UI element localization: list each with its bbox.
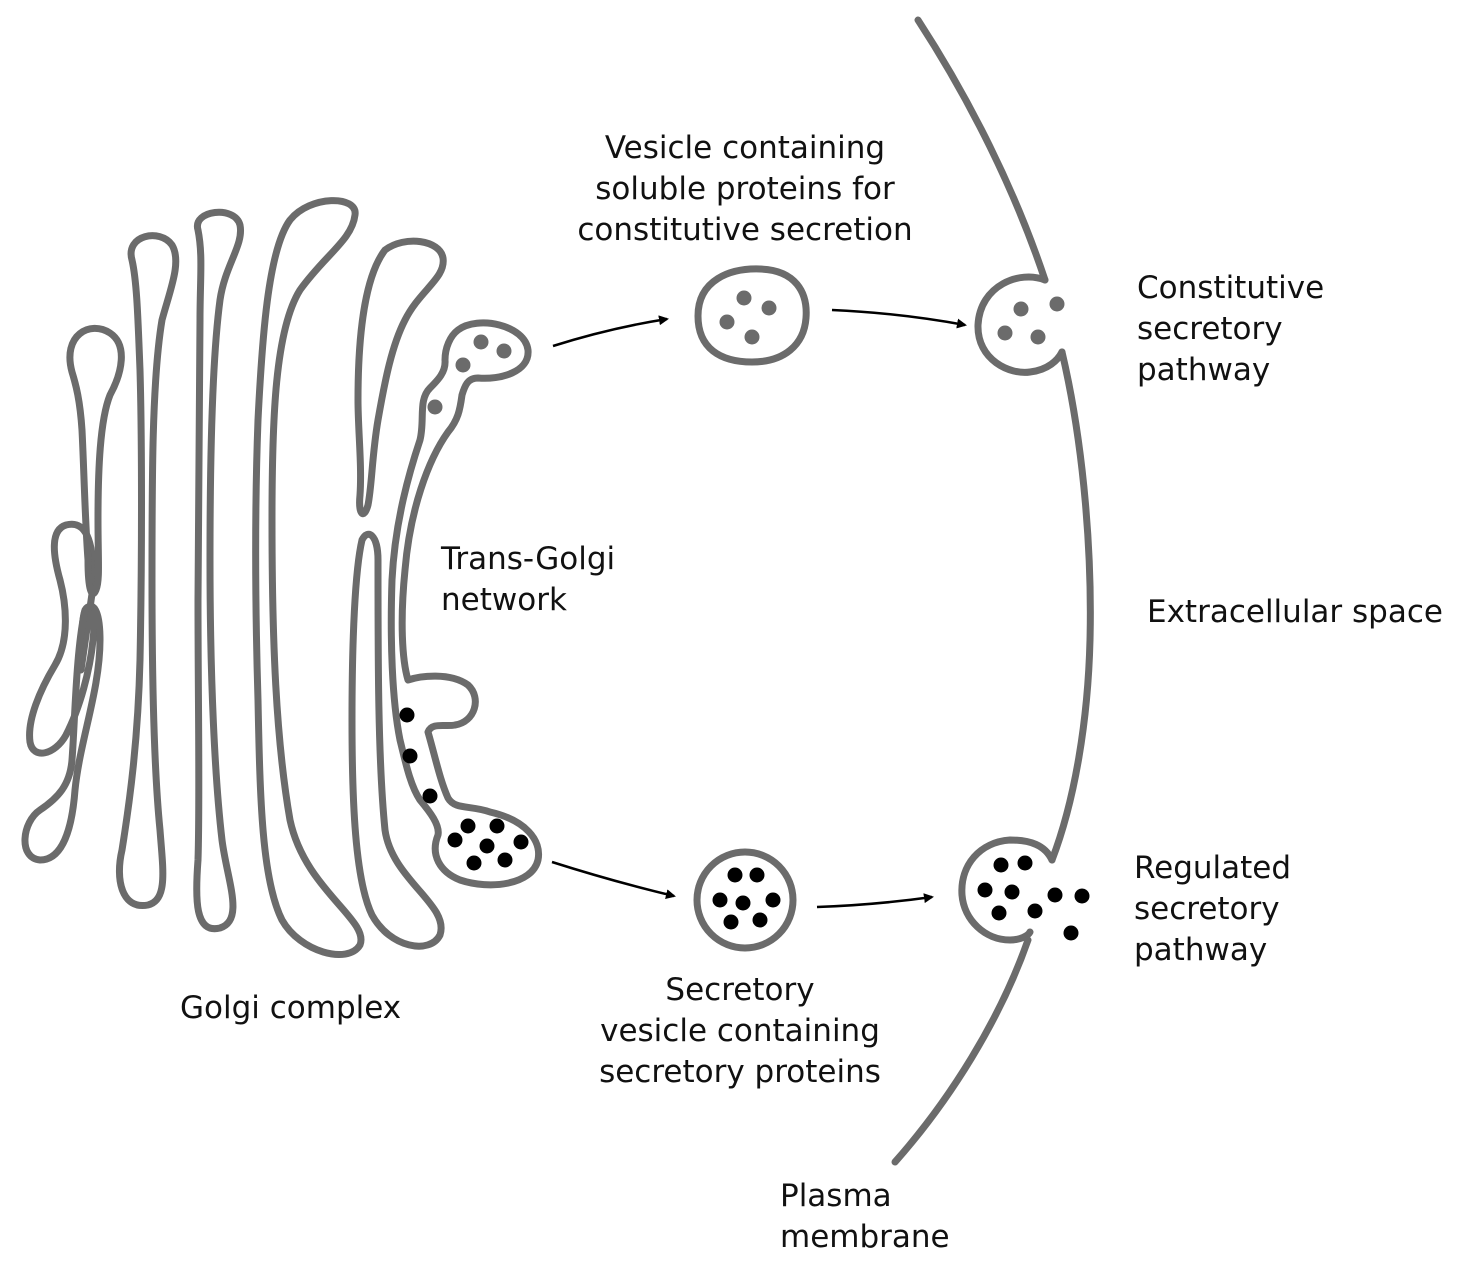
cargo-dot bbox=[1017, 855, 1033, 871]
label-plasma-membrane: Plasma membrane bbox=[780, 1176, 950, 1258]
cargo-dot bbox=[1047, 887, 1063, 903]
label-constitutive-pathway: Constitutive secretory pathway bbox=[1137, 268, 1324, 391]
golgi-cisterna-2 bbox=[21, 325, 125, 864]
cargo-dot bbox=[719, 314, 735, 330]
vesicle-membrane bbox=[693, 848, 797, 952]
constitutive-secreted-cargo bbox=[997, 296, 1065, 345]
cargo-dot bbox=[427, 399, 443, 415]
cargo-dot bbox=[1030, 329, 1046, 345]
label-line: Vesicle containing bbox=[604, 130, 886, 166]
regulated-fusion bbox=[958, 836, 1056, 944]
cargo-dot bbox=[1049, 296, 1065, 312]
label-line: Secretory bbox=[665, 972, 815, 1008]
label-extracellular-space: Extracellular space bbox=[1147, 592, 1457, 633]
tgn-constitutive-cargo bbox=[427, 334, 512, 415]
cargo-dot bbox=[744, 329, 760, 345]
plasma-membrane bbox=[891, 16, 1094, 1166]
cargo-dot bbox=[735, 895, 751, 911]
label-constitutive-vesicle: Vesicle containing soluble proteins for … bbox=[545, 128, 945, 251]
label-line: Plasma bbox=[780, 1178, 892, 1214]
label-line: secretory bbox=[1134, 891, 1280, 927]
label-golgi-complex: Golgi complex bbox=[180, 988, 401, 1029]
cargo-dot bbox=[1004, 884, 1020, 900]
cargo-dot bbox=[402, 748, 418, 764]
cargo-dot bbox=[1063, 925, 1079, 941]
label-line: pathway bbox=[1137, 352, 1271, 388]
tgn-regulated-cargo bbox=[399, 707, 529, 871]
cargo-dot bbox=[752, 912, 768, 928]
secretory-vesicle bbox=[693, 848, 797, 952]
golgi-cisterna-4 bbox=[193, 208, 245, 933]
label-line: network bbox=[441, 582, 567, 618]
label-line: secretory proteins bbox=[599, 1054, 881, 1090]
label-secretory-vesicle: Secretory vesicle containing secretory p… bbox=[560, 970, 920, 1093]
cargo-dot bbox=[727, 867, 743, 883]
membrane-segment-middle bbox=[1048, 348, 1094, 864]
cargo-dot bbox=[736, 290, 752, 306]
cargo-dot bbox=[749, 867, 765, 883]
golgi-complex bbox=[21, 197, 543, 958]
arrow-tgn-to-secretory-vesicle bbox=[551, 860, 676, 900]
cargo-dot bbox=[422, 788, 438, 804]
membrane-segment-top bbox=[914, 16, 1049, 284]
label-line: Trans-Golgi bbox=[441, 541, 616, 577]
label-line: secretory bbox=[1137, 311, 1283, 347]
golgi-cisterna-6 bbox=[354, 237, 447, 518]
label-line: soluble proteins for bbox=[595, 171, 895, 207]
label-trans-golgi-network: Trans-Golgi network bbox=[441, 539, 615, 621]
label-regulated-pathway: Regulated secretory pathway bbox=[1134, 848, 1291, 971]
cargo-dot bbox=[447, 832, 463, 848]
label-line: Golgi complex bbox=[180, 990, 402, 1026]
cargo-dot bbox=[1074, 888, 1090, 904]
cargo-dot bbox=[765, 892, 781, 908]
cargo-dot bbox=[466, 855, 482, 871]
trans-golgi-network bbox=[387, 319, 543, 889]
cargo-dot bbox=[977, 882, 993, 898]
cargo-dot bbox=[489, 818, 505, 834]
cargo-dot bbox=[513, 834, 529, 850]
cargo-dot bbox=[997, 325, 1013, 341]
label-line: vesicle containing bbox=[600, 1013, 880, 1049]
cargo-dot bbox=[1027, 903, 1043, 919]
cargo-dot bbox=[723, 914, 739, 930]
label-line: constitutive secretion bbox=[577, 212, 913, 248]
cargo-dot bbox=[993, 857, 1009, 873]
cargo-dot bbox=[1013, 301, 1029, 317]
cargo-dot bbox=[761, 300, 777, 316]
arrow-tgn-to-constitutive-vesicle bbox=[552, 315, 669, 348]
arrow-constitutive-vesicle-to-membrane bbox=[831, 308, 967, 329]
cargo-dot bbox=[399, 707, 415, 723]
arrow-secretory-vesicle-to-membrane bbox=[816, 893, 934, 909]
cargo-dot bbox=[479, 838, 495, 854]
regulated-secreted-cargo bbox=[977, 855, 1090, 941]
label-line: pathway bbox=[1134, 932, 1268, 968]
cargo-dot bbox=[496, 343, 512, 359]
cargo-dot bbox=[497, 852, 513, 868]
label-line: membrane bbox=[780, 1219, 950, 1255]
cargo-dot bbox=[712, 892, 728, 908]
cargo-dot bbox=[455, 357, 471, 373]
golgi-cisterna-7 bbox=[348, 530, 445, 950]
cargo-dot bbox=[473, 334, 489, 350]
label-line: Regulated bbox=[1134, 850, 1292, 886]
constitutive-fusion bbox=[974, 273, 1066, 376]
constitutive-vesicle bbox=[694, 265, 810, 366]
golgi-cisterna-3 bbox=[116, 232, 180, 909]
membrane-segment-bottom bbox=[891, 936, 1032, 1166]
pathway-arrows bbox=[551, 308, 967, 909]
label-line: Extracellular space bbox=[1147, 594, 1443, 630]
golgi-cisterna-5 bbox=[252, 197, 365, 958]
label-line: Constitutive bbox=[1137, 270, 1325, 306]
vesicle-membrane bbox=[694, 265, 810, 366]
cargo-dot bbox=[460, 818, 476, 834]
cargo-dot bbox=[991, 905, 1007, 921]
